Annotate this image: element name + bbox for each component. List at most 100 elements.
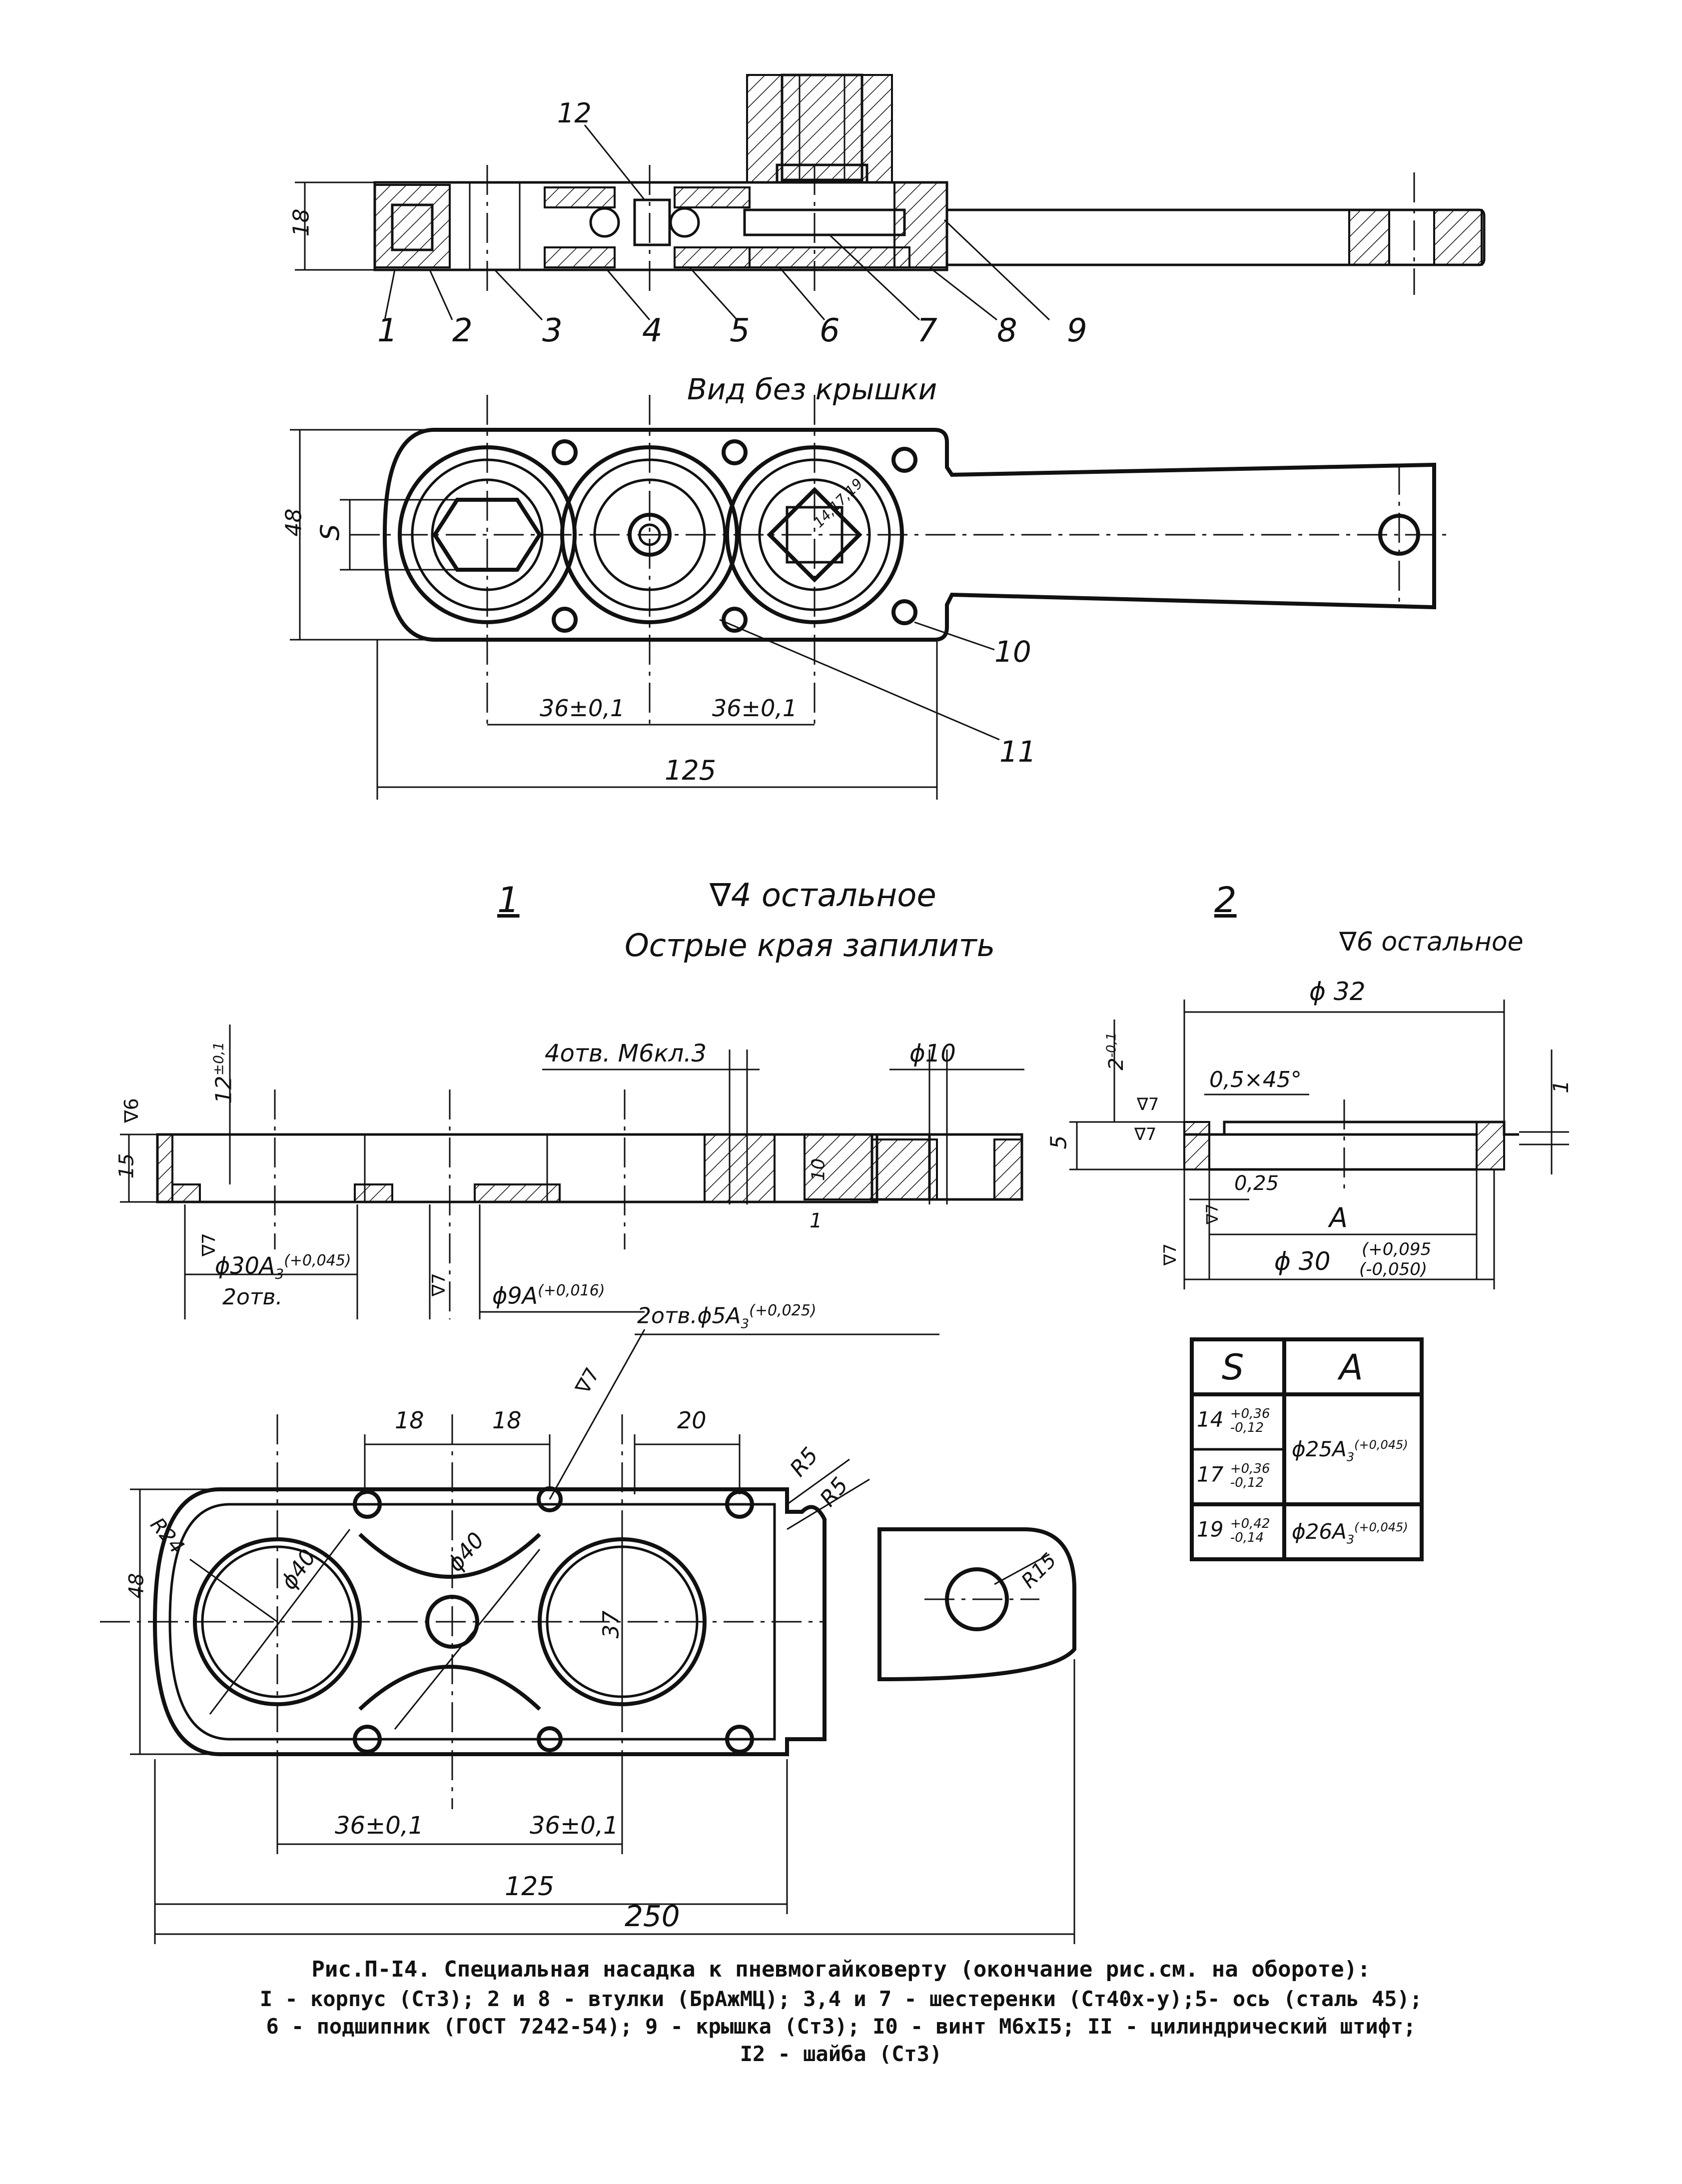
dim-d10: ϕ10 [909,1040,956,1068]
bore-30-label: ϕ30A3(+0,045) [215,1252,351,1282]
dim-18a: 18 [395,1407,424,1434]
part-number-9: 9 [1067,312,1087,349]
bore-9-label: ϕ9A(+0,016) [492,1282,605,1309]
table-row-1-s-tol-lo: -0,12 [1230,1420,1264,1435]
dim-250: 250 [625,1899,680,1933]
table-row-1-s-tol-hi: +0,36 [1230,1406,1270,1421]
table-row-1-s-value: 14 [1197,1407,1224,1432]
p2-roughness-7a: ∇7 [1137,1094,1159,1114]
dim-spacing-1: 36±0,1 [540,695,625,722]
caption-line-3: 6 - подшипник (ГОСТ 7242-54); 9 - крышка… [266,2014,1416,2039]
dim-depth-tol: ±0,1 [210,1042,227,1076]
part-number-7: 7 [917,312,937,349]
table-row-1-a: ϕ25A3(+0,045) [1292,1437,1408,1464]
table-row-1-a-tol: (+0,045) [1354,1438,1408,1452]
section-view-assembly [295,73,1486,321]
table-row-2-s-tol-hi: +0,36 [1230,1461,1270,1476]
holes-m6-label: 4отв. М6кл.3 [545,1040,707,1068]
dim-thickness: 15 [115,1153,138,1179]
table-row-3-s-value: 19 [1197,1517,1224,1542]
bore-30-tol: (+0,045) [284,1252,351,1269]
table-row-3-s-tol-lo: -0,14 [1230,1530,1264,1545]
dim-spacing-2: 36±0,1 [712,695,798,722]
table-row-2-s-tol-lo: -0,12 [1230,1475,1264,1490]
bore-30-count: 2отв. [222,1284,283,1310]
dim-20: 20 [677,1407,707,1434]
table-row-3-a: ϕ26A3(+0,045) [1292,1519,1408,1546]
dim-s: S [315,524,346,541]
dim-height-48: 48 [281,508,307,537]
p2-dim-2: 2-0,1 [1104,1033,1127,1071]
table-row-3-a-tol: (+0,045) [1354,1520,1408,1534]
part1-roughness: ∇4 остальное [710,877,936,914]
dim-height-18: 18 [288,208,314,237]
p2-roughness-7d: ∇7 [1160,1243,1181,1266]
part-number-4: 4 [642,312,663,349]
p2-dim-d30: ϕ 30 [1274,1247,1331,1276]
pins-label: 2отв.ϕ5A3(+0,025) [637,1302,817,1331]
caption-line-2: I - корпус (Ст3); 2 и 8 - втулки (БрАжМЦ… [259,1987,1423,2011]
table-row-3-a-sub: 3 [1346,1532,1355,1547]
part-number-12: 12 [557,97,592,129]
p2-dim-5: 5 [1046,1135,1072,1149]
dim-10: 10 [808,1158,829,1181]
dim-48: 48 [125,1573,148,1599]
roughness-7b: ∇7 [429,1273,449,1296]
caption-line-4: I2 - шайба (Ст3) [740,2042,942,2066]
dim-1: 1 [810,1209,823,1232]
part1-note: Острые края запилить [625,927,995,964]
dim-36b: 36±0,1 [530,1812,619,1840]
table-row-1-a-value: ϕ25A [1292,1437,1347,1461]
pins-sub: 3 [741,1316,750,1332]
plan-view [290,395,1449,800]
size-table [1190,1337,1424,1561]
bore-30-text: ϕ30A [215,1252,275,1279]
pins-tol: (+0,025) [749,1302,817,1319]
table-row-1-s: 14 +0,36 -0,12 [1197,1407,1270,1435]
p2-dim-1: 1 [1548,1080,1573,1093]
dim-18b: 18 [492,1407,522,1434]
part1-plan [100,1329,1076,1944]
part-number-3: 3 [542,312,563,349]
part-number-8: 8 [997,312,1017,349]
table-row-1-a-sub: 3 [1346,1450,1355,1464]
plan-view-title: Вид без крышки [687,372,937,406]
bore-9-text: ϕ9A [492,1282,538,1309]
part-number-5: 5 [730,312,750,349]
p2-dim-2-tol: -0,1 [1104,1032,1119,1058]
part2-roughness: ∇6 остальное [1339,927,1524,957]
p2-dim-025: 0,25 [1234,1172,1279,1195]
p2-roughness-7c: ∇7 [1202,1203,1222,1224]
part-number-6: 6 [820,312,840,349]
p2-dim-2-value: 2 [1104,1058,1128,1071]
p2-dim-d32: ϕ 32 [1309,977,1366,1006]
part-number-11: 11 [999,735,1036,769]
dim-depth-value: 12 [211,1076,237,1104]
part-number-1: 1 [377,312,398,349]
table-row-3-a-value: ϕ26A [1292,1519,1347,1544]
table-row-2-s: 17 +0,36 -0,12 [1197,1462,1270,1490]
pins-text: 2отв.ϕ5A [637,1303,741,1329]
dim-37: 37 [598,1610,624,1639]
part1-section [120,1025,1024,1335]
table-row-3-s-tol-hi: +0,42 [1230,1516,1270,1531]
part-number-10: 10 [994,635,1031,669]
p2-dim-chamfer: 0,5×45° [1209,1067,1302,1092]
dim-36a: 36±0,1 [335,1812,424,1840]
bore-9-tol: (+0,016) [538,1282,605,1299]
p2-dim-d30-tol-lo: (-0,050) [1359,1259,1428,1279]
caption-line-1: Рис.П-I4. Специальная насадка к пневмога… [311,1957,1371,1982]
p2-roughness-7b: ∇7 [1134,1124,1157,1144]
part-number-2: 2 [452,312,473,349]
dim-depth: 12±0,1 [210,1042,237,1103]
table-header-a: A [1339,1347,1363,1388]
part2-section [1069,1000,1569,1289]
part2-number: 2 [1214,880,1237,921]
table-row-3-s: 19 +0,42 -0,14 [1197,1517,1270,1545]
p2-dim-d30-tol-hi: (+0,095 [1362,1239,1432,1259]
table-row-2-s-value: 17 [1197,1462,1224,1487]
table-header-s: S [1222,1347,1244,1388]
p2-dim-a: A [1329,1202,1348,1233]
roughness-left: ∇6 [120,1098,142,1123]
